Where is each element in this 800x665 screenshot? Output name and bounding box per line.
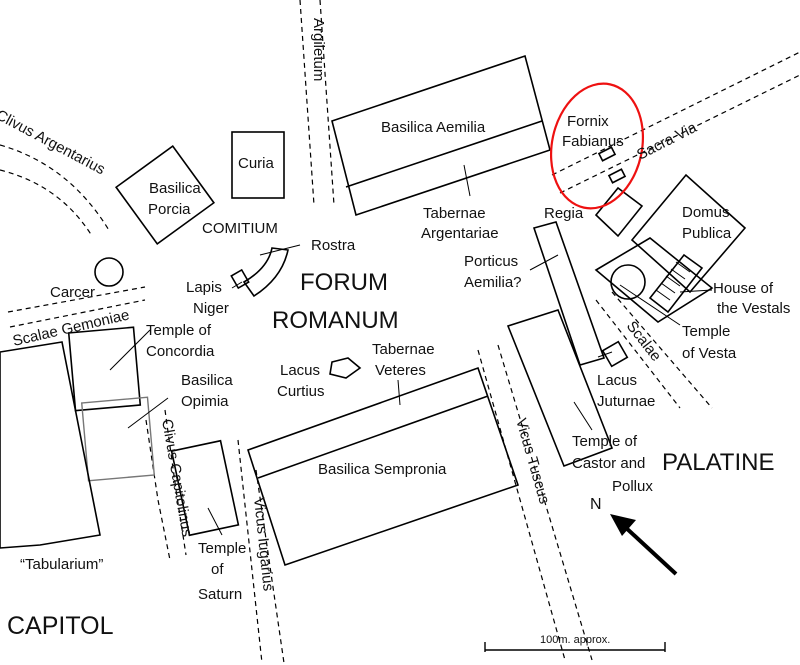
basilica-porcia-label-line2: Porcia bbox=[148, 201, 191, 218]
domus-publica-building bbox=[630, 173, 747, 294]
rostra-building bbox=[230, 247, 289, 298]
scale-bar bbox=[484, 642, 666, 652]
porticus-aemilia-building bbox=[532, 221, 606, 366]
temple-of-vesta-building bbox=[610, 264, 646, 300]
tabularium-building bbox=[0, 341, 101, 549]
carcer-building bbox=[94, 257, 124, 287]
forum-romanum-label-line2: ROMANUM bbox=[272, 307, 399, 334]
house-of-the-vestals-building bbox=[594, 237, 714, 323]
temple-of-saturn-label-line3: Saturn bbox=[198, 586, 242, 603]
temple-of-concordia-building bbox=[67, 326, 142, 412]
rostra-label: Rostra bbox=[311, 237, 356, 254]
tabernae-argentariae-label-line1: Tabernae bbox=[423, 205, 486, 222]
clivus-capitolinus-street bbox=[145, 409, 187, 561]
temple-of-saturn-building bbox=[170, 439, 240, 537]
north-label: N bbox=[590, 496, 602, 513]
lacus-juturnae-label-line1: Lacus bbox=[597, 372, 637, 389]
temple-of-castor-label-line1: Temple of bbox=[572, 433, 638, 450]
curia-building bbox=[231, 131, 285, 199]
comitium-label: COMITIUM bbox=[202, 220, 278, 237]
lapis-niger-label-line2: Niger bbox=[193, 300, 229, 317]
porticus-aemilia-label-line1: Porticus bbox=[464, 253, 518, 270]
lacus-juturnae-building bbox=[601, 340, 629, 368]
basilica-opimia-building bbox=[80, 396, 156, 482]
forum-romanum-label-line1: FORUM bbox=[300, 269, 388, 296]
argiletum-street bbox=[299, 0, 335, 206]
sacra-via-street bbox=[551, 51, 800, 194]
regia-label: Regia bbox=[544, 205, 584, 222]
lacus-juturnae-label-line2: Juturnae bbox=[597, 393, 655, 410]
regia-building bbox=[594, 186, 644, 238]
house-of-vestals-label-line2: the Vestals bbox=[717, 300, 790, 317]
temple-of-vesta-label-line1: Temple bbox=[682, 323, 730, 340]
tabernae-veteres-label-line2: Veteres bbox=[375, 362, 426, 379]
temple-of-concordia-label-line1: Temple of bbox=[146, 322, 212, 339]
scalae-gemoniae-label: Scalae Gemoniae bbox=[11, 307, 131, 350]
basilica-porcia-label-line1: Basilica bbox=[149, 180, 201, 197]
basilica-aemilia-label: Basilica Aemilia bbox=[381, 119, 486, 136]
lapis-niger-label-line1: Lapis bbox=[186, 279, 222, 296]
carcer-label: Carcer bbox=[50, 284, 95, 301]
porticus-aemilia-label-line2: Aemilia? bbox=[464, 274, 522, 291]
clivus-argentarius-street bbox=[0, 144, 111, 237]
palatine-label: PALATINE bbox=[662, 449, 774, 476]
clivus-argentarius-label: Clivus Argentarius bbox=[0, 107, 108, 179]
temple-of-castor-label-line3: Pollux bbox=[612, 478, 653, 495]
lacus-curtius-label-line1: Lacus bbox=[280, 362, 320, 379]
lacus-curtius-building bbox=[329, 357, 362, 379]
domus-publica-label-line2: Publica bbox=[682, 225, 732, 242]
house-of-vestals-label-line1: House of bbox=[713, 280, 774, 297]
argiletum-label: Argiletum bbox=[310, 18, 327, 81]
temple-of-vesta-label-line2: of Vesta bbox=[682, 345, 737, 362]
tabernae-argentariae-label-line2: Argentariae bbox=[421, 225, 499, 242]
scale-bar-label: 100m. approx. bbox=[540, 634, 610, 646]
domus-publica-label-line1: Domus bbox=[682, 204, 730, 221]
basilica-porcia-building bbox=[114, 144, 216, 246]
basilica-sempronia-label: Basilica Sempronia bbox=[318, 461, 447, 478]
temple-of-castor-label-line2: Castor and bbox=[572, 455, 645, 472]
temple-of-saturn-label-line1: Temple bbox=[198, 540, 246, 557]
basilica-sempronia-building bbox=[247, 366, 520, 567]
north-arrow bbox=[610, 514, 678, 576]
vicus-iugarius-label: Vicus Iugarius bbox=[250, 497, 277, 592]
scalae-gemoniae-street bbox=[7, 286, 146, 328]
lacus-curtius-label-line2: Curtius bbox=[277, 383, 325, 400]
leader-lines bbox=[109, 164, 713, 536]
temple-of-castor-building bbox=[506, 309, 614, 468]
fornix-label-line2: Fabianus bbox=[562, 133, 624, 150]
tabularium-label: “Tabularium” bbox=[20, 556, 103, 573]
basilica-aemilia-building bbox=[331, 54, 551, 217]
temple-of-concordia-label-line2: Concordia bbox=[146, 343, 215, 360]
scalae-street bbox=[595, 291, 713, 409]
clivus-capitolinus-label: Clivus Capitolinus bbox=[158, 418, 195, 538]
curia-label: Curia bbox=[238, 155, 275, 172]
fornix-highlight-oval bbox=[549, 82, 645, 210]
basilica-opimia-label-line2: Opimia bbox=[181, 393, 229, 410]
tabernae-veteres-label-line1: Tabernae bbox=[372, 341, 435, 358]
fornix-label-line1: Fornix bbox=[567, 113, 609, 130]
scalae-label: Scalae bbox=[623, 318, 665, 365]
capitol-label: CAPITOL bbox=[7, 612, 114, 640]
fornix-fabianus-building bbox=[597, 146, 627, 184]
vicus-iugarius-street bbox=[237, 439, 285, 664]
temple-of-saturn-label-line2: of bbox=[211, 561, 224, 578]
basilica-opimia-label-line1: Basilica bbox=[181, 372, 233, 389]
vicus-tuscus-street bbox=[477, 344, 593, 661]
